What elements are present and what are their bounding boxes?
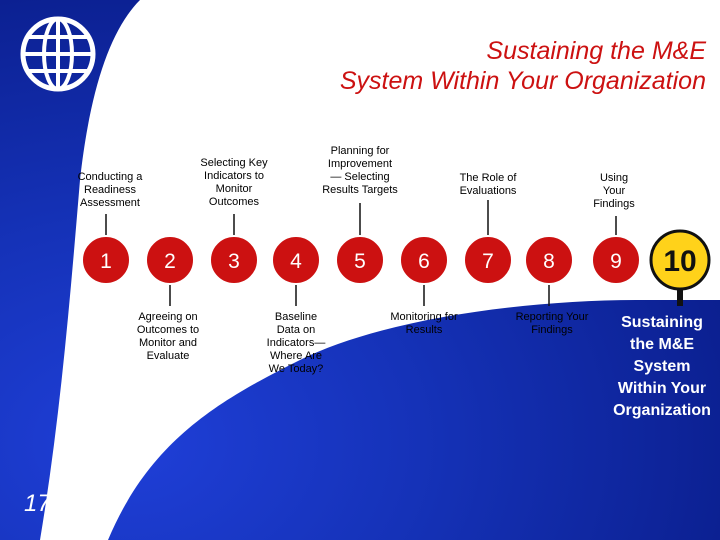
step-10-circle	[649, 229, 711, 291]
step-7-number: 7	[482, 250, 494, 273]
step-2-circle	[145, 235, 195, 285]
step-1-number: 1	[100, 250, 112, 273]
step-5-circle	[335, 235, 385, 285]
step-9-circle	[591, 235, 641, 285]
step-6-circle	[399, 235, 449, 285]
step-5-number: 5	[354, 250, 366, 273]
step-8-circle	[524, 235, 574, 285]
step-8-number: 8	[543, 250, 555, 273]
step-1-circle	[81, 235, 131, 285]
step-6-number: 6	[418, 250, 430, 273]
step-7-circle	[463, 235, 513, 285]
step-10-number: 10	[663, 245, 696, 278]
world-bank-globe-icon	[20, 16, 96, 92]
step-4-number: 4	[290, 250, 302, 273]
step-2-number: 2	[164, 250, 176, 273]
step-3-number: 3	[228, 250, 240, 273]
page-number: 170	[24, 490, 65, 517]
step-4-circle	[271, 235, 321, 285]
title-line-1: Sustaining the M&E	[486, 37, 706, 65]
step-9-number: 9	[610, 250, 622, 273]
title-line-2: System Within Your Organization	[339, 67, 706, 95]
step-3-circle	[209, 235, 259, 285]
